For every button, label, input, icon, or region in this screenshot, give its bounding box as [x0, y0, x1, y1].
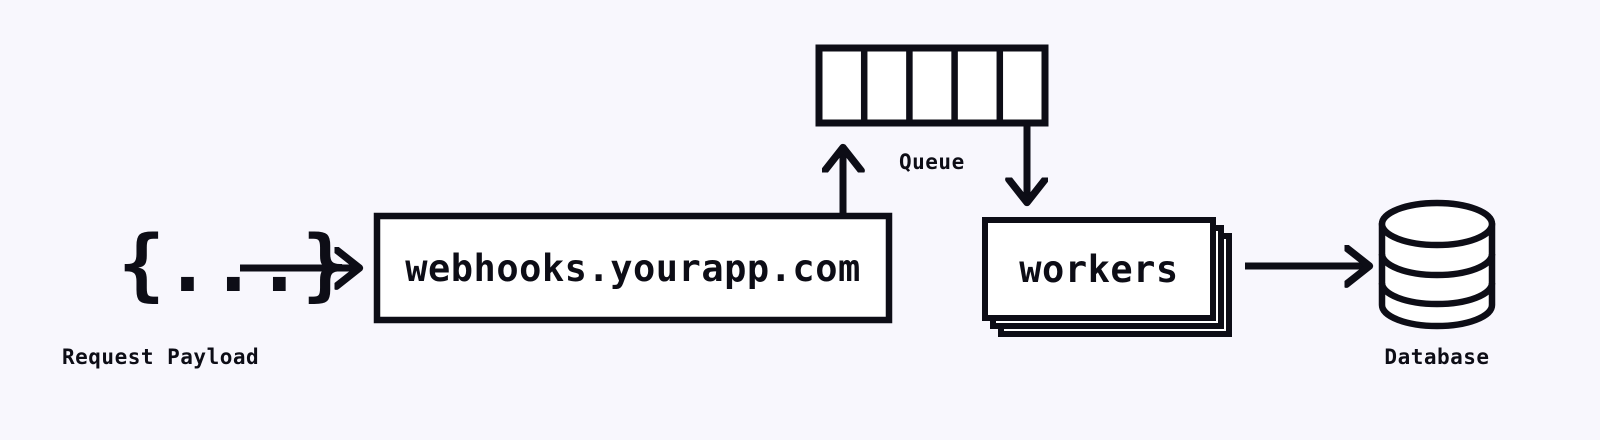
node-queue[interactable] [815, 44, 1049, 127]
database-band-divider-2 [1378, 282, 1496, 308]
node-webhooks-endpoint[interactable] [373, 212, 893, 324]
workers-label: workers [1019, 248, 1179, 291]
webhooks-endpoint-label: webhooks.yourapp.com [405, 247, 861, 290]
queue-caption: Queue [899, 150, 965, 174]
webhooks-endpoint-rect[interactable] [373, 212, 893, 324]
database-caption: Database [1384, 345, 1490, 369]
request-payload-caption: Request Payload [62, 345, 260, 369]
database-top-ellipse [1378, 199, 1496, 249]
queue-outer-rect[interactable] [815, 44, 1049, 127]
database-band-divider-1 [1378, 253, 1496, 279]
node-workers[interactable] [982, 217, 1232, 337]
node-database[interactable] [1378, 199, 1496, 330]
request-payload-glyph: {...} [118, 220, 349, 310]
workers-rect-front[interactable] [982, 217, 1216, 321]
